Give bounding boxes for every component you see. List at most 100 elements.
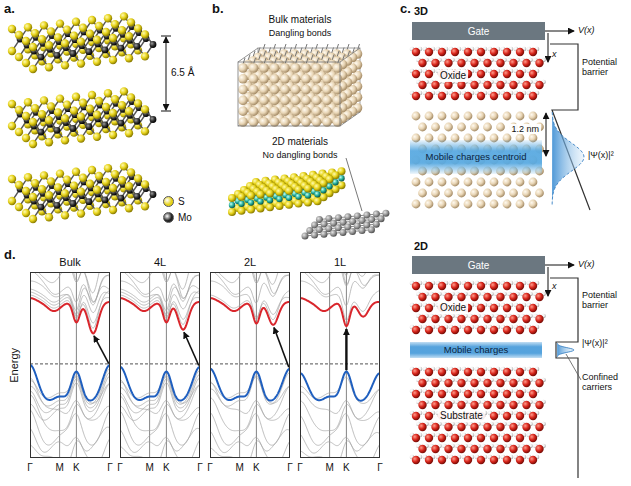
interlayer-dimension	[161, 36, 171, 37]
bulk-crystal	[263, 44, 265, 50]
mos2-layers	[38, 204, 45, 211]
bulk-crystal	[243, 58, 245, 64]
2d-channel-atoms	[438, 456, 446, 464]
band-structure	[210, 272, 290, 293]
3d-channel-atoms	[477, 48, 485, 56]
mos2-layers	[15, 53, 23, 61]
2d-monolayer	[314, 197, 322, 205]
2d-channel-atoms	[425, 368, 433, 376]
bulk-crystal	[238, 117, 248, 127]
mos2-layers	[70, 181, 78, 189]
band-structure	[120, 272, 200, 289]
mos2-layers	[61, 61, 69, 69]
mos2-layers	[102, 178, 110, 186]
mos2-layers	[22, 37, 30, 45]
bulk-crystal	[259, 85, 269, 95]
3d-channel-atoms	[535, 81, 543, 89]
mos2-layers	[29, 140, 37, 148]
mos2-layers	[134, 24, 142, 32]
mos2-layers	[95, 172, 103, 180]
2d-channel-atoms	[496, 315, 504, 323]
3d-channel-atoms	[529, 178, 538, 187]
2d-channel-atoms	[412, 326, 420, 334]
mos2-layers	[8, 175, 16, 183]
mos2-layers	[111, 95, 119, 103]
2d-monolayer	[286, 195, 292, 201]
2d-channel-atoms	[503, 390, 511, 398]
2d-channel-atoms	[516, 434, 524, 442]
mos2-layers	[111, 20, 119, 28]
mos2-layers	[141, 105, 149, 113]
band-structure	[30, 272, 110, 458]
3d-channel-atoms	[470, 81, 478, 89]
2d-channel-atoms	[418, 293, 426, 301]
2d-channel-atoms	[516, 304, 524, 312]
2d-channel-atoms	[496, 401, 504, 409]
band-structure	[120, 367, 200, 401]
mos2-layers	[15, 203, 23, 211]
interlayer-dimension	[161, 36, 171, 111]
mos2-layers	[15, 106, 23, 114]
2d-channel-atoms	[412, 304, 420, 312]
3d-channel-atoms	[425, 70, 433, 78]
mos2-layers	[134, 99, 142, 107]
mos2-layers	[109, 109, 117, 117]
bulk-crystal	[291, 96, 301, 106]
2d-channel-atoms	[503, 368, 511, 376]
mos2-layers	[88, 91, 96, 99]
2d-channel-atoms	[529, 304, 537, 312]
2d-channel-atoms	[444, 379, 452, 387]
mos2-layers	[8, 122, 16, 130]
2d-channel-atoms	[470, 445, 478, 453]
mos2-layers	[15, 128, 23, 136]
2d-channel-atoms	[529, 326, 537, 334]
mos2-layers	[63, 175, 71, 183]
mos2-layers	[24, 98, 32, 106]
3d-channel-atoms	[529, 112, 538, 121]
graphene-sheet	[340, 229, 347, 236]
2d-channel-atoms	[477, 390, 485, 398]
band-structure	[120, 272, 200, 458]
bulk-crystal	[312, 74, 322, 84]
bulk-crystal	[238, 63, 248, 73]
2d-monolayer	[276, 196, 282, 202]
3d-channel-atoms	[529, 92, 537, 100]
3d-channel-atoms	[457, 59, 465, 67]
2d-channel-atoms	[431, 445, 439, 453]
mos2-layers	[125, 182, 133, 190]
3d-channel-atoms	[490, 70, 498, 78]
2d-channel-atoms	[425, 282, 433, 290]
3d-channel-atoms	[516, 200, 525, 209]
potential-profile	[546, 113, 547, 156]
mos2-layers	[125, 129, 133, 137]
2d-channel-atoms	[535, 423, 543, 431]
mos2-layers	[86, 30, 94, 38]
3d-channel-atoms	[418, 189, 427, 198]
3d-channel-atoms	[496, 123, 505, 132]
2d-channel-atoms	[444, 401, 452, 409]
mos2-layers	[86, 105, 94, 113]
3d-channel-atoms	[418, 81, 426, 89]
mos2-layers	[31, 29, 39, 37]
2d-monolayer	[247, 206, 255, 214]
2d-monolayer	[304, 198, 312, 206]
mos2-layers	[93, 36, 101, 44]
mos2-layers	[79, 174, 87, 182]
graphene-sheet	[359, 227, 366, 234]
bulk-crystal	[238, 62, 340, 126]
2d-channel-atoms	[464, 456, 472, 464]
3d-channel-atoms	[509, 189, 518, 198]
bulk-crystal	[322, 117, 332, 127]
bulk-crystal	[322, 96, 332, 106]
2d-channel-atoms	[483, 445, 491, 453]
2d-channel-atoms	[457, 423, 465, 431]
band-structure	[346, 272, 347, 458]
mos2-layers	[104, 89, 112, 97]
3d-channel-atoms	[522, 59, 530, 67]
bulk-crystal	[249, 96, 259, 106]
bulk-crystal	[333, 85, 343, 95]
2d-monolayer	[238, 201, 244, 207]
mos2-layers	[61, 136, 69, 144]
leader-line	[346, 158, 362, 211]
3d-channel-atoms	[522, 81, 530, 89]
